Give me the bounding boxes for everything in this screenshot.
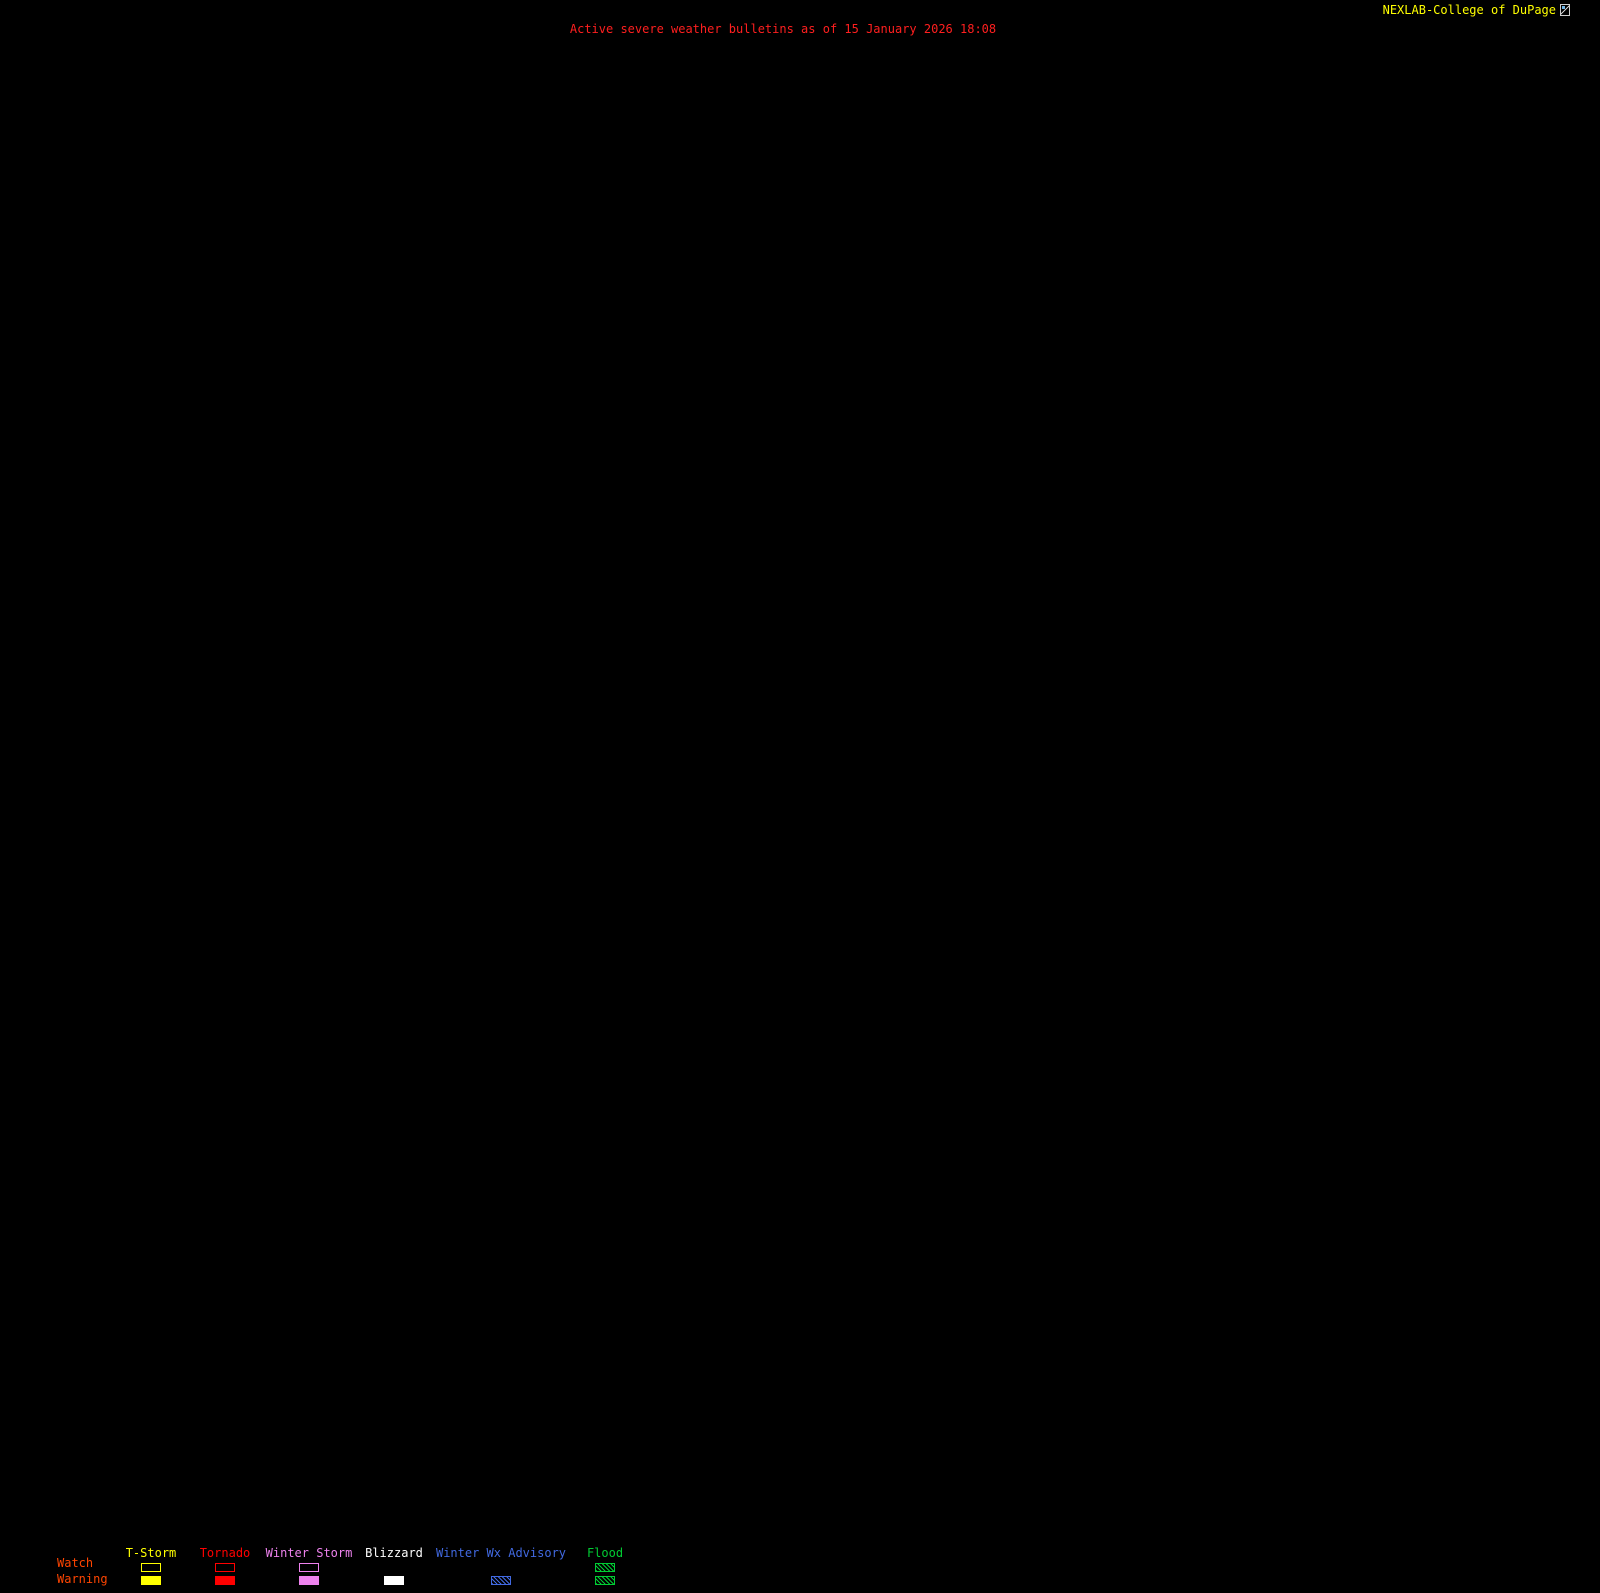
map-area [0, 0, 1600, 900]
bulletin-title: Active severe weather bulletins as of 15… [569, 22, 997, 36]
legend-col-flood: Flood [535, 1547, 675, 1593]
watch-swatch [595, 1563, 615, 1572]
branding-text: NEXLAB-College of DuPage [1382, 3, 1556, 17]
legend: Watch Warning T-Storm Tornado Winter Sto… [0, 770, 700, 1586]
warning-swatch [215, 1576, 235, 1585]
warning-swatch [299, 1576, 319, 1585]
branding: NEXLAB-College of DuPage [1383, 4, 1570, 17]
warning-swatch [595, 1576, 615, 1585]
warning-swatch [491, 1576, 511, 1585]
warning-swatch [384, 1576, 404, 1585]
watch-swatch [215, 1563, 235, 1572]
watch-swatch [299, 1563, 319, 1572]
cod-logo-icon [1560, 4, 1570, 16]
legend-col-label: Flood [586, 1546, 624, 1560]
